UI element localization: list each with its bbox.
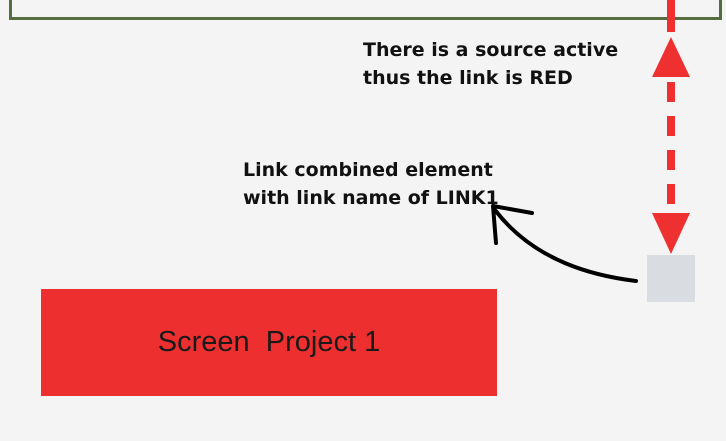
link-arrow-down-icon <box>652 213 690 254</box>
link-combined-element[interactable] <box>647 255 695 302</box>
pointer-arrow-curve <box>493 208 638 283</box>
screen-project-box[interactable]: Screen Project 1 <box>41 289 497 396</box>
annotation-source-active: There is a source active thus the link i… <box>363 39 619 89</box>
top-frame <box>9 0 722 20</box>
annotation-link-element: Link combined element with link name of … <box>243 159 499 209</box>
pointer-arrowhead-icon <box>491 204 534 245</box>
link-arrow-up-icon <box>652 37 690 77</box>
screen-project-label: Screen Project 1 <box>157 326 381 358</box>
